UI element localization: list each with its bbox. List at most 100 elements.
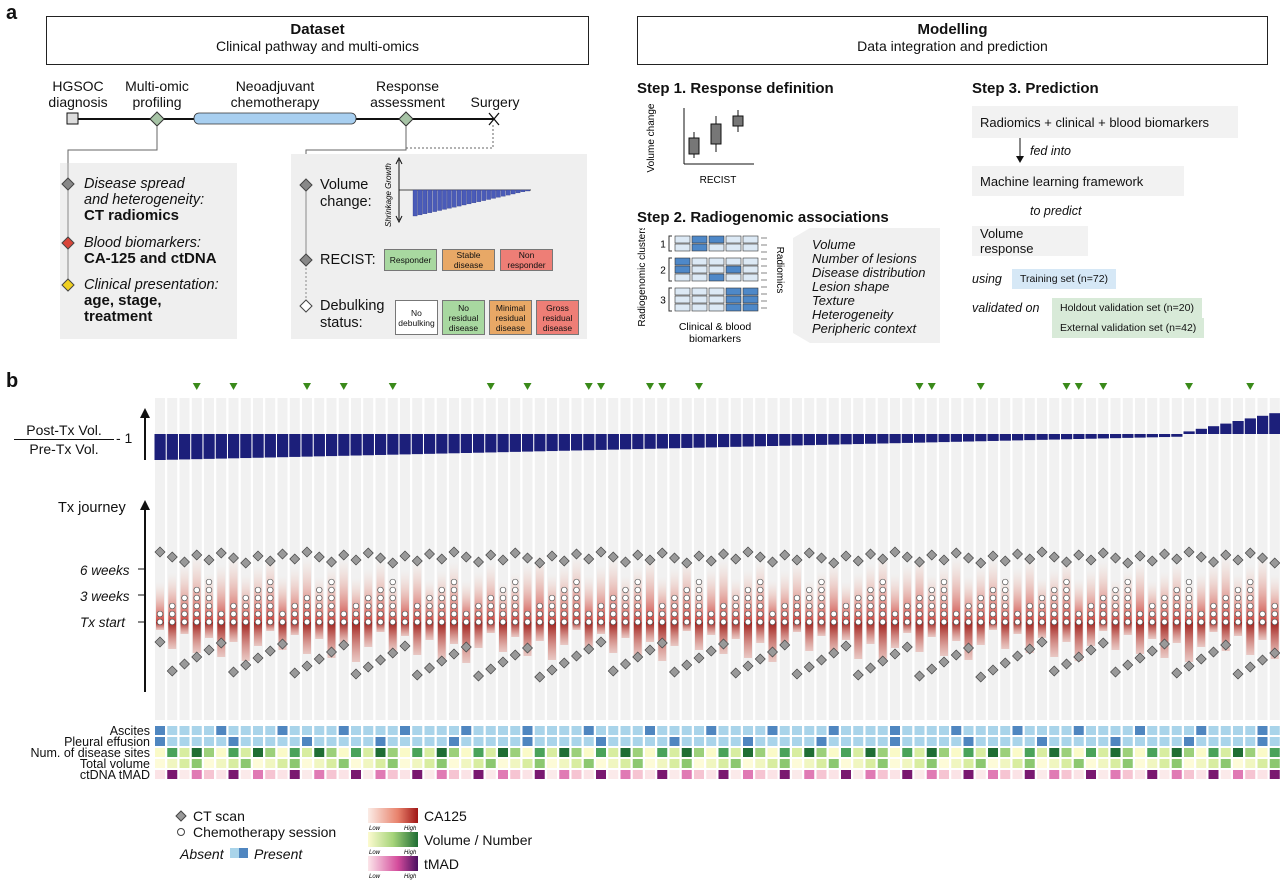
chemo-session: [450, 594, 458, 602]
chemo-session: [953, 618, 960, 626]
volume-bar: [387, 434, 399, 455]
pleural-cell: [265, 737, 276, 746]
volume-bar: [644, 434, 656, 449]
ca125-band: [205, 622, 213, 638]
step3-arrow: [1016, 138, 1024, 163]
tmad-cell: [657, 770, 668, 779]
ca125-band: [805, 622, 814, 651]
chemo-session: [254, 610, 262, 618]
ca125-band: [290, 622, 299, 635]
ct-scan-marker: [1024, 643, 1036, 655]
ct-scan-marker: [644, 554, 656, 566]
ascites-cell: [877, 726, 888, 735]
volume-bar: [424, 434, 436, 454]
tmad-cell: [951, 770, 962, 779]
ct-scan-marker: [620, 658, 631, 670]
chemo-session: [1149, 618, 1156, 626]
chemo-session: [830, 618, 837, 626]
sites-cell: [853, 748, 864, 757]
chemo-session: [254, 618, 262, 626]
tmad-cell: [743, 770, 753, 779]
ca125-band: [1148, 622, 1157, 639]
box-nonresponder: [732, 115, 744, 127]
ca125-band: [156, 622, 164, 630]
chemo-session: [904, 618, 911, 626]
volume-cell: [1049, 759, 1060, 768]
sites-cell: [1208, 748, 1219, 757]
ascites-cell: [461, 726, 472, 735]
chemo-session: [254, 594, 262, 602]
waterfall-bar: [452, 189, 457, 208]
tmad-cell: [1049, 770, 1060, 779]
triangle-marker: [1246, 383, 1255, 390]
chemo-session: [1185, 602, 1193, 610]
ascites-cell: [1012, 726, 1023, 735]
tmad-cell: [510, 770, 521, 779]
ct-scan-marker: [938, 554, 950, 566]
chemo-session: [1087, 602, 1095, 610]
timeline-response: Response assessment: [370, 78, 445, 110]
chemo-session: [744, 586, 752, 594]
ct-scan-marker: [865, 662, 876, 674]
ca125-band: [425, 622, 434, 640]
heatmap-cell: [708, 265, 725, 274]
chemo-session: [634, 594, 641, 602]
chemo-session: [291, 610, 298, 618]
chemo-session: [867, 618, 874, 626]
pleural-cell: [951, 737, 962, 746]
ct-scan-marker: [509, 649, 521, 661]
sites-cell: [351, 748, 361, 757]
ct-scan-marker: [975, 671, 987, 683]
heatmap-cell: [742, 303, 759, 312]
volume-bar: [767, 434, 779, 446]
heatmap-cell: [674, 235, 691, 244]
ca125-band: [780, 622, 789, 647]
tmad-cell: [1073, 770, 1084, 779]
volume-bar: [987, 434, 999, 441]
pleural-cell: [277, 737, 288, 746]
tmad-cell: [400, 770, 410, 779]
volume-bar: [816, 434, 828, 445]
ca125-band: [352, 578, 360, 622]
tmad-cell: [596, 770, 606, 779]
chemo-session: [1161, 618, 1168, 626]
ct-scan-marker: [583, 553, 595, 565]
volume-bar: [436, 434, 448, 454]
ascites-cell: [743, 726, 753, 735]
pleural-cell: [1245, 737, 1256, 746]
volume-cell: [1269, 759, 1280, 768]
ascites-cell: [828, 726, 839, 735]
volume-cell: [351, 759, 361, 768]
pleural-cell: [865, 737, 876, 746]
volume-bar: [264, 434, 276, 458]
ca125-band: [1270, 575, 1279, 622]
chemo-session: [720, 618, 727, 626]
ca125-band: [793, 622, 801, 632]
tmad-cell: [1012, 770, 1023, 779]
triangle-marker: [646, 383, 654, 390]
ratio-label: Post-Tx Vol. Pre-Tx Vol.: [14, 422, 114, 457]
heatmap-cell: [691, 257, 708, 266]
row-label-sites: Num. of disease sites: [30, 746, 151, 760]
volume-cell: [571, 759, 582, 768]
ca125-band: [1013, 568, 1022, 622]
svg-text:High: High: [404, 850, 417, 856]
volume-cell: [412, 759, 423, 768]
tmad-cell: [620, 770, 631, 779]
pleural-cell: [767, 737, 778, 746]
external-set-badge: External validation set (n=42): [1052, 318, 1205, 338]
ca125-band: [462, 581, 471, 622]
ct-scan-marker: [252, 652, 264, 664]
volnum-gradient: [368, 832, 418, 847]
ascites-cell: [179, 726, 190, 735]
chemo-session: [365, 618, 372, 626]
chemo-session: [377, 602, 384, 610]
step3-ml-box: Machine learning framework: [972, 166, 1184, 196]
tmad-cell: [706, 770, 717, 779]
ascites-cell: [1110, 726, 1121, 735]
ct-scan-marker: [1208, 646, 1219, 658]
triangle-marker: [1062, 383, 1071, 390]
ascites-cell: [1135, 726, 1145, 735]
ca125-band: [474, 572, 483, 622]
volume-cell: [204, 759, 214, 768]
